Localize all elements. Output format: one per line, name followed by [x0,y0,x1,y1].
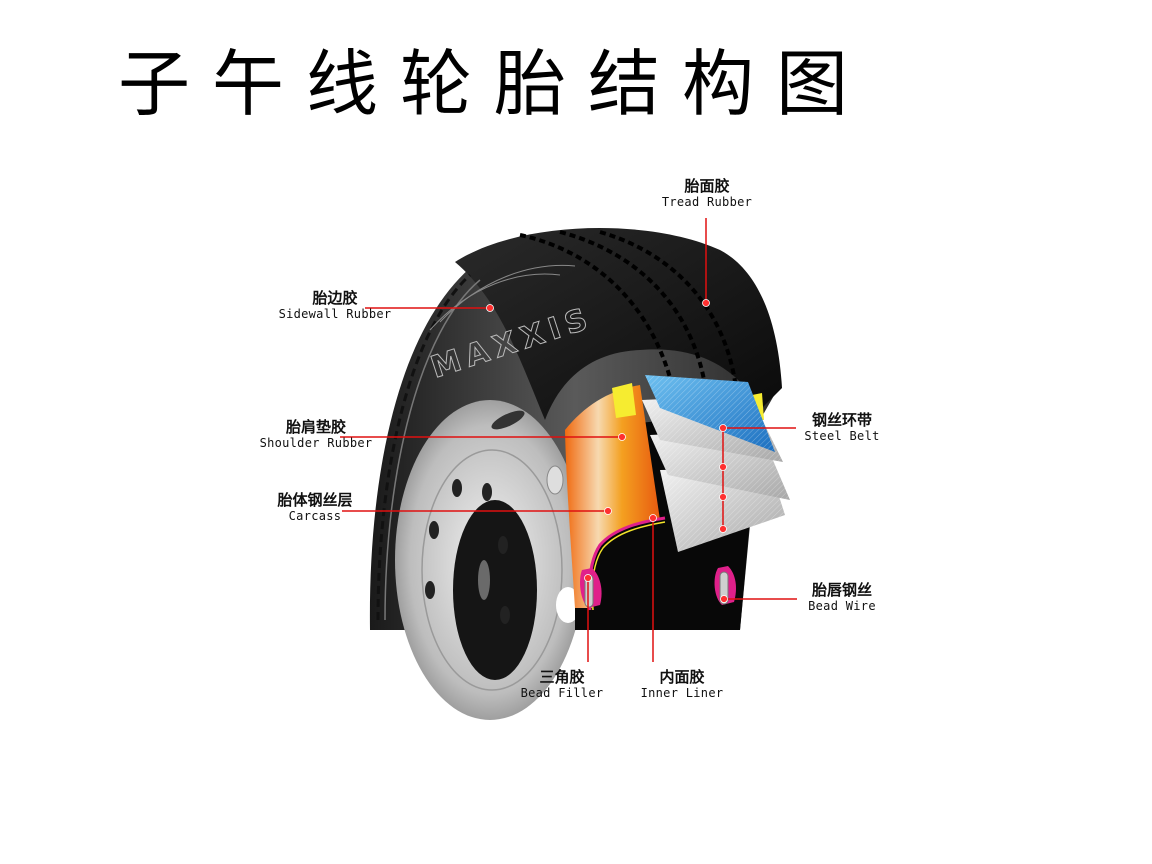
label-en: Inner Liner [640,686,724,700]
label-en: Sidewall Rubber [278,307,392,321]
tire-cross-section [565,375,790,630]
label-inner-liner: 内面胶 Inner Liner [637,668,727,700]
label-shoulder-rubber: 胎肩垫胶 Shoulder Rubber [255,418,377,450]
page-title: 子午线轮胎结构图 [118,42,871,126]
label-cn: 三角胶 [539,668,585,686]
label-cn: 内面胶 [659,668,705,686]
label-cn: 胎肩垫胶 [285,418,346,436]
label-en: Steel Belt [804,429,880,443]
label-bead-wire: 胎唇钢丝 Bead Wire [800,581,884,613]
label-en: Carcass [288,509,342,523]
wheel-rim [395,400,585,720]
label-tread-rubber: 胎面胶 Tread Rubber [655,177,759,209]
leader-lines [340,218,797,662]
label-cn: 胎体钢丝层 [277,491,353,509]
label-cn: 胎唇钢丝 [811,581,872,599]
label-sidewall-rubber: 胎边胶 Sidewall Rubber [274,289,396,321]
label-cn: 胎面胶 [684,177,730,195]
label-carcass: 胎体钢丝层 Carcass [262,491,368,523]
label-steel-belt: 钢丝环带 Steel Belt [800,411,884,443]
label-en: Shoulder Rubber [259,436,373,450]
label-cn: 钢丝环带 [811,411,872,429]
label-bead-filler: 三角胶 Bead Filler [515,668,609,700]
label-en: Tread Rubber [661,195,753,209]
leader-dots [486,299,728,603]
label-en: Bead Wire [808,599,876,613]
label-en: Bead Filler [520,686,604,700]
label-cn: 胎边胶 [312,289,358,307]
